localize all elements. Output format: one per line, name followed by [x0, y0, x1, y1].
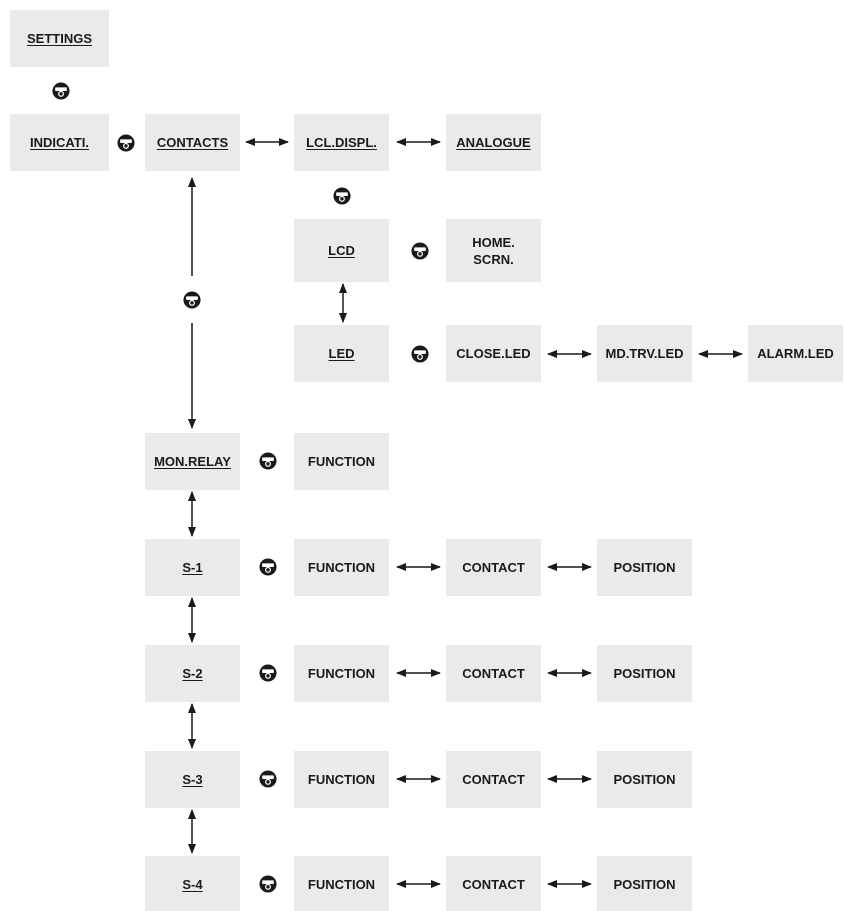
rotary-knob-icon [411, 242, 429, 260]
node-label: CONTACT [462, 772, 525, 787]
node-label: MON.RELAY [154, 454, 231, 469]
node-s1-position[interactable]: POSITION [597, 539, 692, 596]
node-label: FUNCTION [307, 877, 376, 892]
node-label: MD.TRV.LED [605, 346, 684, 361]
rotary-knob-icon [259, 452, 277, 470]
rotary-knob-icon [333, 187, 351, 205]
node-label: S-2 [182, 666, 203, 681]
rotary-knob-icon [52, 82, 70, 100]
node-s4-function[interactable]: FUNCTION [294, 856, 389, 911]
node-label: LCL.DISPL. [306, 135, 377, 150]
node-label: HOME. SCRN. [472, 234, 515, 267]
rotary-knob-icon [411, 345, 429, 363]
node-s2-position[interactable]: POSITION [597, 645, 692, 702]
rotary-knob-icon [117, 134, 135, 152]
node-indicati[interactable]: INDICATI. [10, 114, 109, 171]
node-s4-contact[interactable]: CONTACT [446, 856, 541, 911]
node-s4[interactable]: S-4 [145, 856, 240, 911]
node-label: ALARM.LED [757, 346, 834, 361]
node-label: CONTACT [462, 560, 525, 575]
node-label: CONTACTS [156, 135, 229, 150]
node-label: POSITION [613, 877, 676, 892]
node-lcl-displ[interactable]: LCL.DISPL. [294, 114, 389, 171]
node-label: S-4 [182, 877, 203, 892]
node-label: LED [328, 346, 355, 361]
node-s4-position[interactable]: POSITION [597, 856, 692, 911]
node-label: FUNCTION [307, 772, 376, 787]
rotary-knob-icon [259, 770, 277, 788]
node-analogue[interactable]: ANALOGUE [446, 114, 541, 171]
node-s3-position[interactable]: POSITION [597, 751, 692, 808]
node-s2[interactable]: S-2 [145, 645, 240, 702]
rotary-knob-icon [259, 558, 277, 576]
node-close-led[interactable]: CLOSE.LED [446, 325, 541, 382]
rotary-knob-icon [259, 664, 277, 682]
node-label: CLOSE.LED [456, 346, 531, 361]
node-label: FUNCTION [307, 454, 376, 469]
node-s1-contact[interactable]: CONTACT [446, 539, 541, 596]
node-home-scrn[interactable]: HOME. SCRN. [446, 219, 541, 282]
node-mon-function[interactable]: FUNCTION [294, 433, 389, 490]
node-s1-function[interactable]: FUNCTION [294, 539, 389, 596]
node-md-trv-led[interactable]: MD.TRV.LED [597, 325, 692, 382]
node-label: S-1 [182, 560, 203, 575]
node-s3[interactable]: S-3 [145, 751, 240, 808]
node-label: CONTACT [462, 666, 525, 681]
node-alarm-led[interactable]: ALARM.LED [748, 325, 843, 382]
node-s3-contact[interactable]: CONTACT [446, 751, 541, 808]
node-s2-contact[interactable]: CONTACT [446, 645, 541, 702]
node-contacts[interactable]: CONTACTS [145, 114, 240, 171]
node-s3-function[interactable]: FUNCTION [294, 751, 389, 808]
node-mon-relay[interactable]: MON.RELAY [145, 433, 240, 490]
node-label: FUNCTION [307, 666, 376, 681]
node-s2-function[interactable]: FUNCTION [294, 645, 389, 702]
node-settings[interactable]: SETTINGS [10, 10, 109, 67]
node-label: FUNCTION [307, 560, 376, 575]
node-label: S-3 [182, 772, 203, 787]
node-label: POSITION [613, 666, 676, 681]
node-label: ANALOGUE [456, 135, 531, 150]
node-label: SETTINGS [26, 31, 92, 46]
node-label: INDICATI. [30, 135, 89, 150]
rotary-knob-icon [183, 291, 201, 309]
node-s1[interactable]: S-1 [145, 539, 240, 596]
node-label: POSITION [613, 560, 676, 575]
rotary-knob-icon [259, 875, 277, 893]
node-lcd[interactable]: LCD [294, 219, 389, 282]
node-led[interactable]: LED [294, 325, 389, 382]
node-label: LCD [328, 243, 355, 258]
node-label: POSITION [613, 772, 676, 787]
node-label: CONTACT [462, 877, 525, 892]
